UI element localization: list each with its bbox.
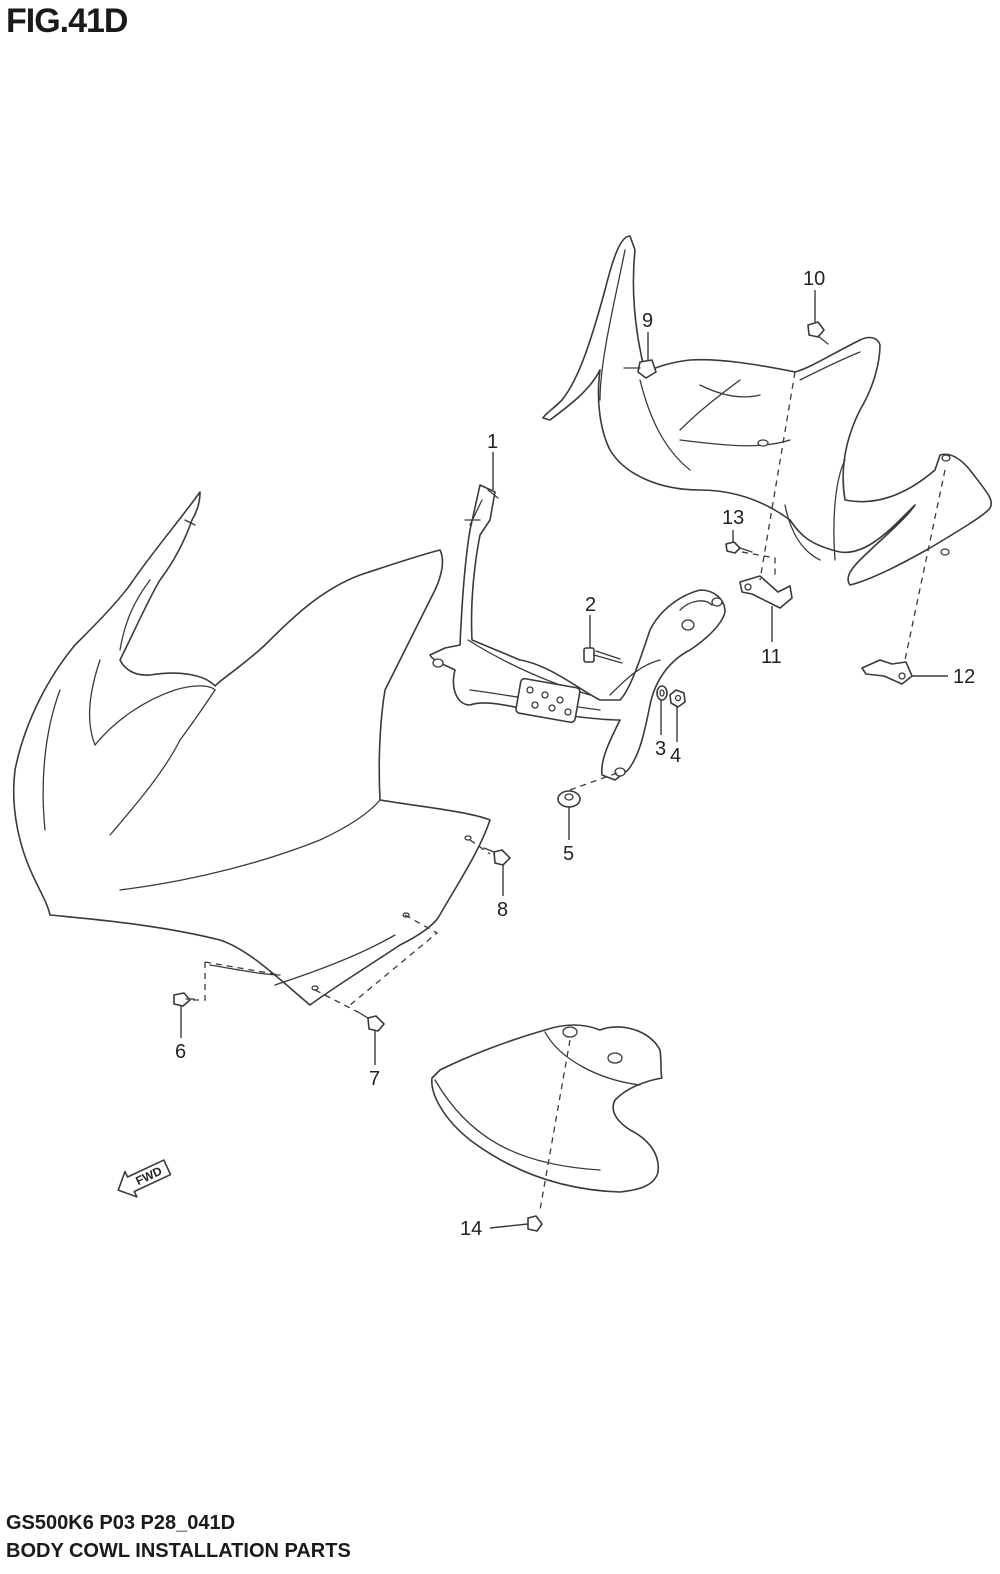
washer-3 bbox=[656, 685, 668, 701]
grommet-5 bbox=[557, 790, 581, 808]
front-cowl bbox=[12, 491, 491, 1006]
assembly-lines bbox=[190, 371, 946, 1211]
callout-3: 3 bbox=[655, 738, 666, 760]
inner-cowl-panel bbox=[542, 235, 992, 586]
callout-12: 12 bbox=[953, 666, 975, 688]
clip-6 bbox=[173, 992, 195, 1007]
screw-14 bbox=[527, 1215, 543, 1232]
callout-8: 8 bbox=[497, 899, 508, 921]
callout-9: 9 bbox=[642, 310, 653, 332]
nut-4 bbox=[669, 689, 686, 708]
callout-13: 13 bbox=[722, 507, 744, 529]
screw-8 bbox=[483, 847, 511, 866]
screw-10 bbox=[807, 321, 829, 345]
leader-lines bbox=[180, 290, 948, 1229]
screw-13 bbox=[725, 541, 753, 554]
callout-14: 14 bbox=[460, 1218, 482, 1240]
clip-9 bbox=[623, 359, 657, 379]
callout-2: 2 bbox=[585, 594, 596, 616]
callout-labels: 1 2 3 4 5 6 7 8 9 10 11 12 13 14 bbox=[175, 268, 975, 1240]
figure-title: FIG.41D bbox=[6, 2, 128, 40]
lower-cover bbox=[431, 1024, 663, 1193]
callout-10: 10 bbox=[803, 268, 825, 290]
callout-4: 4 bbox=[670, 745, 681, 767]
screw-7 bbox=[357, 1011, 385, 1032]
figure-code: GS500K6 P03 P28_041D bbox=[6, 1512, 236, 1534]
fwd-arrow-icon: FWD bbox=[117, 1159, 172, 1198]
callout-7: 7 bbox=[369, 1068, 380, 1090]
callout-6: 6 bbox=[175, 1041, 186, 1063]
cowl-bracket-frame bbox=[429, 484, 726, 781]
bolt-2 bbox=[583, 647, 623, 664]
figure-name: BODY COWL INSTALLATION PARTS bbox=[6, 1540, 351, 1562]
callout-1: 1 bbox=[487, 431, 498, 453]
callout-11: 11 bbox=[761, 646, 782, 668]
bracket-12 bbox=[861, 659, 913, 685]
bracket-11 bbox=[739, 575, 793, 609]
callout-5: 5 bbox=[563, 843, 574, 865]
